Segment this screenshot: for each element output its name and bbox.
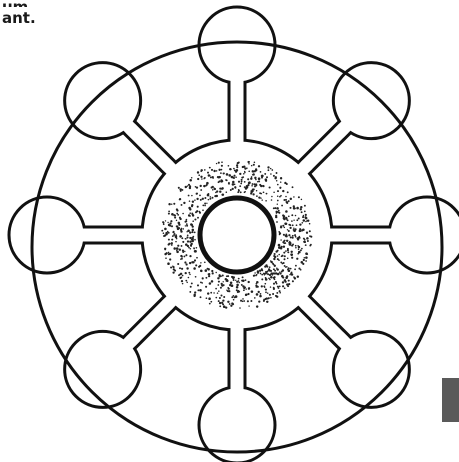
lobe bbox=[65, 63, 179, 177]
lobe-circle bbox=[9, 197, 85, 273]
center-hole bbox=[200, 198, 274, 272]
lobe bbox=[9, 197, 146, 273]
corner-letter-fragment bbox=[442, 378, 459, 422]
lobe bbox=[199, 326, 275, 462]
lobe-circle bbox=[389, 197, 459, 273]
lobe bbox=[296, 63, 410, 177]
lobe bbox=[296, 294, 410, 408]
lobe bbox=[65, 294, 179, 408]
lobe bbox=[199, 7, 275, 144]
